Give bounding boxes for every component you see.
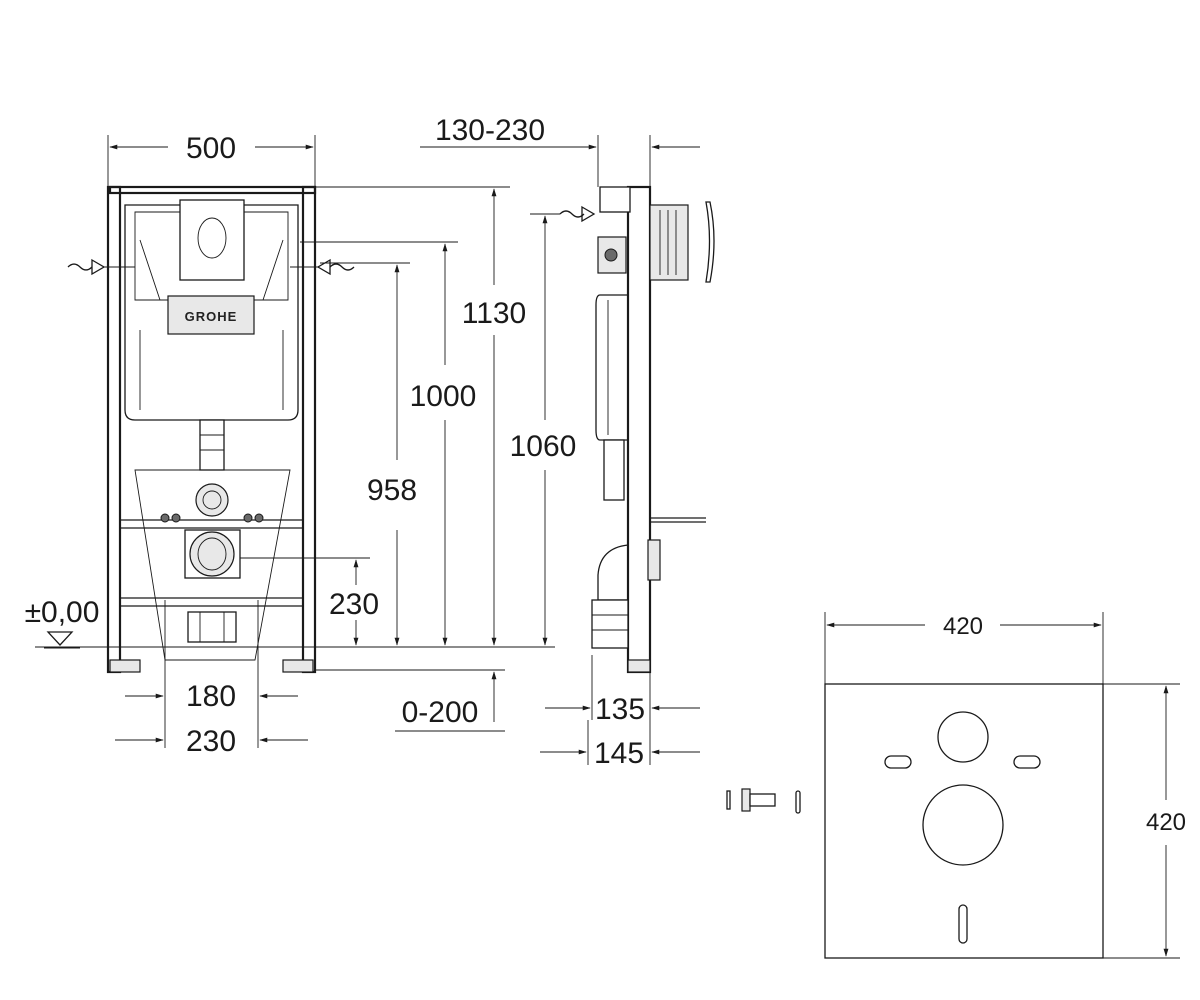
front-view: GROHE <box>25 132 555 758</box>
sound-pad-view: 420 420 <box>824 612 1186 959</box>
flush-actuator <box>649 204 689 281</box>
pad-slot-bottom <box>958 904 968 944</box>
label-500: 500 <box>186 132 236 165</box>
label-0-200: 0-200 <box>402 696 479 729</box>
grohe-logo <box>167 295 255 335</box>
label-level: ±0,00 <box>25 596 100 629</box>
pad-hole-drain <box>922 784 1004 866</box>
water-inlet-left-icon <box>67 258 135 276</box>
dim-width-500: 500 <box>107 132 316 187</box>
pad-slot-left <box>884 755 912 769</box>
level-zero: ±0,00 <box>25 596 555 649</box>
side-frame <box>591 185 715 674</box>
dim-pad-height: 420 <box>1103 683 1186 959</box>
flush-plate <box>179 199 245 281</box>
label-pad-width: 420 <box>943 613 983 640</box>
label-130-230: 130-230 <box>435 114 545 147</box>
dim-height-230: 230 <box>240 557 379 646</box>
dim-depth-130-230: 130-230 <box>420 114 700 187</box>
frame-outline <box>106 185 317 674</box>
label-1130: 1130 <box>462 297 527 330</box>
label-230-height: 230 <box>329 588 379 621</box>
label-1000: 1000 <box>410 380 477 413</box>
dim-height-958: 958 <box>320 262 417 646</box>
label-230-spacing: 230 <box>186 725 236 758</box>
cistern: GROHE <box>124 199 299 517</box>
label-135: 135 <box>595 693 645 726</box>
dim-adjust-0-200: 0-200 <box>316 669 505 732</box>
bowl-outline <box>134 469 291 661</box>
water-inlet-side-icon <box>559 205 596 223</box>
label-pad-height: 420 <box>1146 809 1186 836</box>
dim-height-1130: 1130 <box>315 186 527 646</box>
pad-hole-flush <box>937 711 989 763</box>
dim-height-1000: 1000 <box>300 241 477 646</box>
label-1060: 1060 <box>510 430 577 463</box>
drain-pipe <box>160 513 264 643</box>
label-145: 145 <box>594 737 644 770</box>
label-180: 180 <box>186 680 236 713</box>
dim-spacing-230: 230 <box>115 705 308 758</box>
logo-text: GROHE <box>185 309 238 324</box>
sound-pad <box>824 683 1104 959</box>
dim-depth-135: 135 <box>545 655 700 765</box>
label-958: 958 <box>367 474 417 507</box>
side-view: 130-230 1060 135 145 <box>420 114 715 770</box>
dim-depth-145: 145 <box>540 720 700 770</box>
pad-slot-right <box>1013 755 1041 769</box>
dim-height-1060: 1060 <box>510 213 577 646</box>
dim-spacing-180: 180 <box>125 600 298 713</box>
dim-pad-width: 420 <box>824 612 1104 684</box>
water-inlet-right-icon <box>290 258 355 276</box>
fixing-bolt-icon <box>726 788 801 814</box>
